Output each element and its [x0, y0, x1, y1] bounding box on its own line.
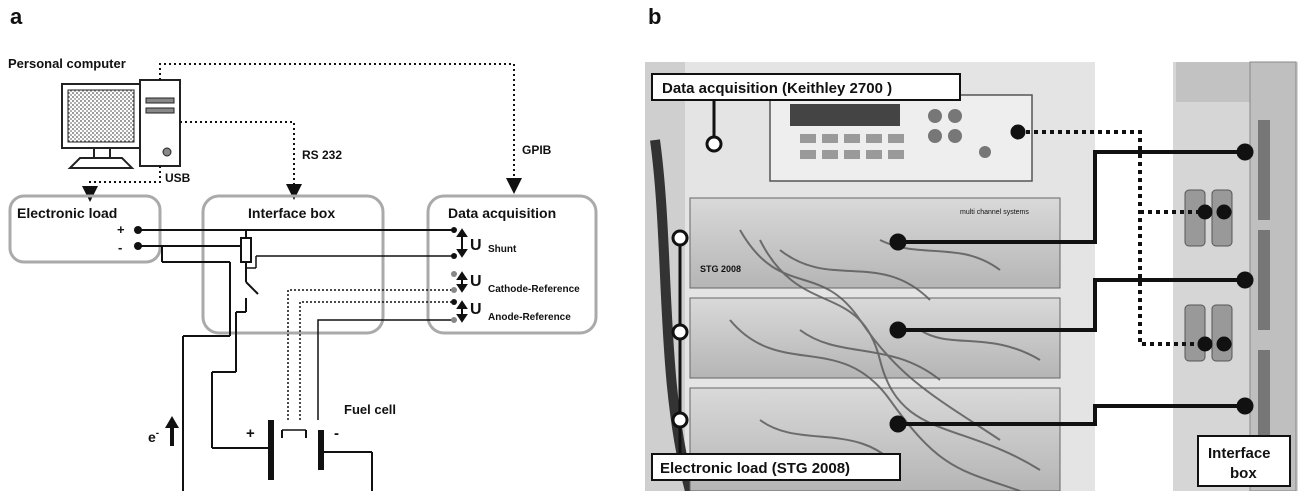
personal-computer-label: Personal computer [8, 56, 126, 71]
panel-a-label: a [10, 4, 23, 29]
pc-tower-icon [139, 79, 181, 167]
callout-data-acquisition: Data acquisition (Keithley 2700 ) [662, 80, 892, 97]
dotted-links [1018, 130, 1205, 346]
monitor-icon [61, 83, 141, 169]
callout-interface-box [1197, 435, 1291, 487]
callout-interface-line2: box [1230, 465, 1257, 482]
electron-flow-arrow [165, 416, 179, 446]
panel-a: a Personal computer GPIB RS 232 USB Elec… [8, 4, 598, 491]
callout-electronic-load-box [651, 453, 901, 481]
anode-reference-label: Anode-Reference [488, 312, 571, 323]
voltage-arrows [456, 228, 468, 323]
load-minus-label: - [118, 240, 122, 255]
brand-label: multi channel systems [960, 209, 1029, 216]
load-plus-label: + [117, 222, 125, 237]
cable-bundle [729, 229, 1041, 491]
gpib-label: GPIB [522, 143, 552, 157]
fuel-cell-electrodes [268, 420, 324, 480]
data-acquisition-box [426, 194, 598, 335]
panel-b-label: b [648, 4, 661, 29]
shunt-label: Shunt [488, 244, 517, 255]
interface-box [201, 194, 385, 335]
link-nodes [671, 124, 1254, 433]
electronic-load-label: Electronic load [17, 205, 117, 221]
fuel-cell-label: Fuel cell [344, 402, 396, 417]
u-cathode-symbol: U [470, 273, 482, 290]
electron-label: e- [148, 428, 159, 445]
panel-b: b STG 2008 multi channel systems [645, 4, 1298, 491]
circuit-wires [138, 229, 454, 491]
callout-data-acquisition-box [651, 73, 961, 101]
data-acquisition-label: Data acquisition [448, 205, 556, 221]
shunt-resistor [240, 237, 252, 263]
solid-links [678, 144, 1245, 460]
callout-interface-line1: Interface [1208, 445, 1271, 462]
callout-electronic-load: Electronic load (STG 2008) [660, 460, 850, 477]
interface-box-label: Interface box [248, 205, 335, 221]
rs232-label: RS 232 [302, 148, 342, 162]
terminal-dots [134, 226, 457, 323]
cell-minus-label: - [334, 425, 339, 442]
interface-box-photo [1173, 61, 1298, 491]
cathode-reference-label: Cathode-Reference [488, 284, 580, 295]
stg-device-label: STG 2008 [700, 264, 741, 274]
dotted-connections [82, 63, 522, 202]
usb-label: USB [165, 171, 191, 185]
cell-plus-label: + [246, 425, 255, 442]
u-shunt-symbol: U [470, 237, 482, 254]
u-anode-symbol: U [470, 301, 482, 318]
